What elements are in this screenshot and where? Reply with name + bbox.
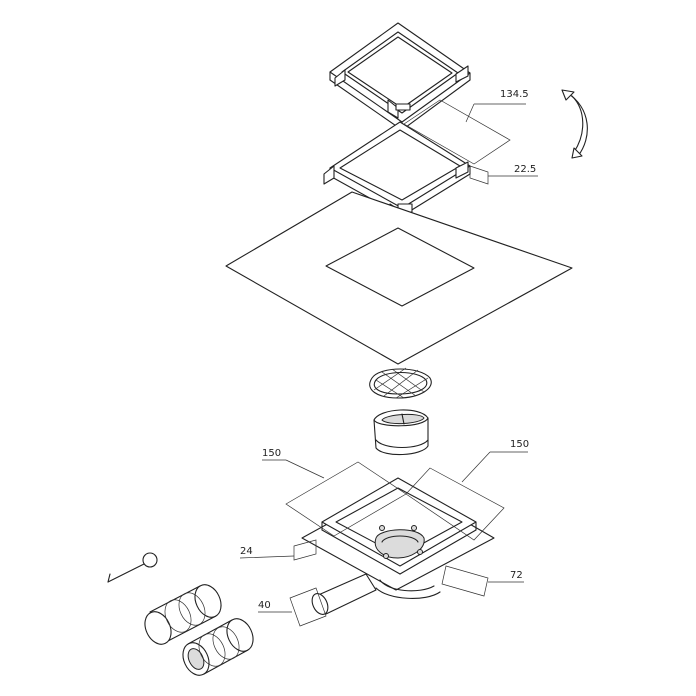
dimension-label-150-left: 150 [262,448,281,459]
strainer-mesh [373,367,429,399]
dimension-label-22: 22.5 [514,164,536,175]
dimension-marker-22 [469,165,538,185]
dimension-marker-40 [258,587,327,627]
pipe-fitting-2 [182,618,254,676]
sealing-membrane [225,191,573,365]
dimension-plane-150-right [405,451,528,541]
dimension-label-40: 40 [258,600,271,611]
dimension-plane-134 [403,99,526,165]
grate-plate [323,121,471,219]
tile-frame [329,22,471,131]
dimension-label-24: 24 [240,546,253,557]
pipe-fitting-1 [144,584,222,645]
hair-strainer [369,367,432,399]
dimension-marker-24 [239,539,317,561]
dimension-label-72: 72 [510,570,523,581]
dimension-label-150-right: 150 [510,439,529,450]
removal-hook [107,552,158,583]
dimension-marker-72 [441,565,524,597]
rotate-arrow-icon [561,89,588,159]
odour-trap-insert [373,409,429,456]
dimension-label-134: 134.5 [500,89,529,100]
drain-body [301,477,495,615]
